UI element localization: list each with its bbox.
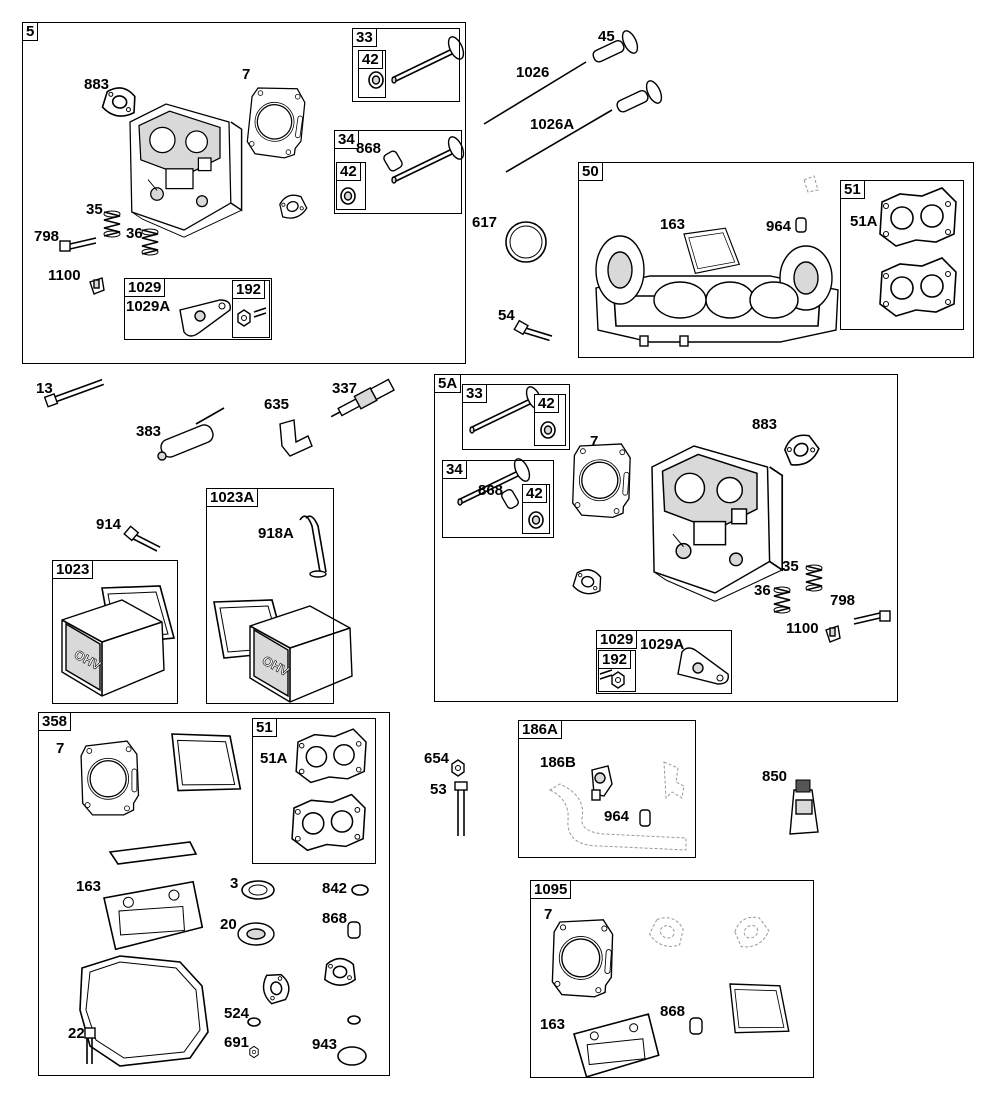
group-5a-rocker-box: 1029 [596, 630, 732, 694]
callout-54: 54 [498, 307, 515, 324]
callout-22: 22 [68, 1025, 85, 1042]
callout-1095-163: 163 [540, 1016, 566, 1033]
callout-5a-798: 798 [830, 592, 856, 609]
group-5-rocker-tag: 1029 [124, 278, 166, 297]
group-5a-exhaust-valve-tag: 33 [462, 384, 487, 403]
callout-914: 914 [96, 516, 122, 533]
callout-1100: 1100 [48, 267, 81, 284]
callout-358-51a: 51A [260, 750, 288, 767]
group-50-gasket-set-tag: 51 [840, 180, 865, 199]
callout-5a-36: 36 [754, 582, 771, 599]
group-5-exhaust-valve-box: 33 [352, 28, 460, 102]
group-5a-intake-valve-tag: 34 [442, 460, 467, 479]
group-5-rocker-nut-box: 192 [232, 280, 270, 338]
group-1023a-tag: 1023A [206, 488, 259, 507]
callout-186b: 186B [540, 754, 576, 771]
callout-51a: 51A [850, 213, 878, 230]
group-186a-box: 186A [518, 720, 696, 858]
callout-7: 7 [242, 66, 251, 83]
callout-868: 868 [356, 140, 382, 157]
group-50-box: 50 [578, 162, 974, 358]
group-5a-seal-tag-b: 42 [522, 484, 547, 503]
group-5a-seal-box-b: 42 [522, 484, 550, 534]
group-5a-intake-valve-box: 34 [442, 460, 554, 538]
group-1095-box: 1095 [530, 880, 814, 1078]
callout-358-163: 163 [76, 878, 102, 895]
callout-5a-1100: 1100 [786, 620, 819, 637]
group-1095-tag: 1095 [530, 880, 572, 899]
group-5-rocker-box: 1029 [124, 278, 272, 340]
callout-842: 842 [322, 880, 348, 897]
group-5-rocker-nut-tag: 192 [232, 280, 266, 299]
callout-36: 36 [126, 225, 143, 242]
callout-1026a: 1026A [530, 116, 575, 133]
callout-53: 53 [430, 781, 447, 798]
callout-635: 635 [264, 396, 290, 413]
callout-5a-7: 7 [590, 433, 599, 450]
group-5-intake-valve-box: 34 [334, 130, 462, 214]
callout-358-7: 7 [56, 740, 65, 757]
group-5a-box: 5A [434, 374, 898, 702]
group-1023-tag: 1023 [52, 560, 94, 579]
callout-5a-868: 868 [478, 482, 504, 499]
callout-186a-964: 964 [604, 808, 630, 825]
group-50-gasket-set-box: 51 [840, 180, 964, 330]
group-1023a-box: 1023A [206, 488, 334, 704]
callout-35: 35 [86, 201, 103, 218]
group-358-gasket-set-box: 51 [252, 718, 376, 864]
callout-337: 337 [332, 380, 358, 397]
callout-524: 524 [224, 1005, 250, 1022]
callout-1026: 1026 [516, 64, 550, 81]
group-5a-rocker-nut-tag: 192 [598, 650, 632, 669]
group-5a-seal-tag-a: 42 [534, 394, 559, 413]
callout-20: 20 [220, 916, 237, 933]
group-5-intake-valve-tag: 34 [334, 130, 359, 149]
callout-358-868: 868 [322, 910, 348, 927]
callout-3: 3 [230, 875, 239, 892]
group-1023-box: 1023 [52, 560, 178, 704]
callout-654: 654 [424, 750, 450, 767]
callout-798: 798 [34, 228, 60, 245]
group-358-box: 358 [38, 712, 390, 1076]
callout-850: 850 [762, 768, 788, 785]
group-5-seal-tag-b: 42 [336, 162, 361, 181]
callout-45: 45 [598, 28, 615, 45]
callout-163: 163 [660, 216, 686, 233]
callout-5a-883: 883 [752, 416, 778, 433]
callout-5a-1029a: 1029A [640, 636, 685, 653]
group-5a-tag: 5A [434, 374, 462, 393]
callout-13: 13 [36, 380, 53, 397]
group-5a-seal-box-a: 42 [534, 394, 566, 446]
group-5-seal-box-a: 42 [358, 50, 386, 98]
callout-1095-7: 7 [544, 906, 553, 923]
group-50-tag: 50 [578, 162, 603, 181]
callout-1029a: 1029A [126, 298, 171, 315]
callout-383: 383 [136, 423, 162, 440]
callout-5a-35: 35 [782, 558, 799, 575]
group-358-tag: 358 [38, 712, 72, 731]
group-5a-exhaust-valve-box: 33 [462, 384, 570, 450]
group-186a-tag: 186A [518, 720, 562, 739]
group-5-exhaust-valve-tag: 33 [352, 28, 377, 47]
group-358-gasket-set-tag: 51 [252, 718, 277, 737]
callout-918a: 918A [258, 525, 294, 542]
callout-691: 691 [224, 1034, 250, 1051]
callout-943: 943 [312, 1036, 338, 1053]
group-5-seal-box-b: 42 [336, 162, 366, 210]
group-5-box: 5 [22, 22, 466, 364]
callout-883: 883 [84, 76, 110, 93]
group-5a-rocker-nut-box: 192 [598, 650, 636, 692]
group-5-seal-tag-a: 42 [358, 50, 383, 69]
callout-617: 617 [472, 214, 498, 231]
callout-1095-868: 868 [660, 1003, 686, 1020]
group-5a-rocker-tag: 1029 [596, 630, 638, 649]
callout-964: 964 [766, 218, 792, 235]
group-5-tag: 5 [22, 22, 39, 41]
